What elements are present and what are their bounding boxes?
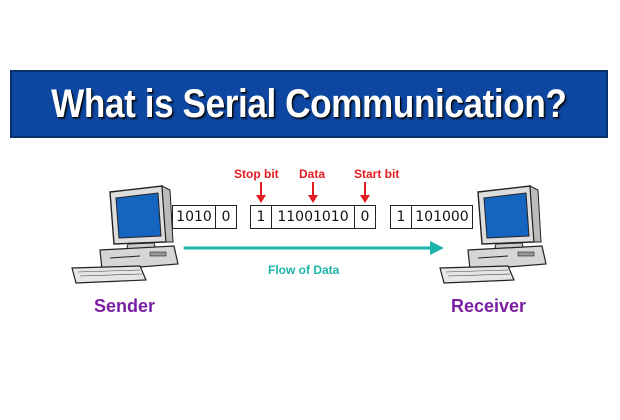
data-label: Data (299, 167, 326, 181)
arrow-down-icon (360, 182, 370, 203)
page-title: What is Serial Communication? (51, 81, 567, 126)
marker-arrows (256, 182, 370, 203)
data-bits-box: 11001010 (271, 205, 355, 229)
serial-diagram: 1010 0 1 11001010 0 1 101000 Stop bit Da… (0, 150, 620, 380)
sender-label: Sender (94, 296, 156, 316)
sender-computer-icon (71, 185, 179, 284)
start-bit-box: 0 (354, 205, 376, 229)
title-banner: What is Serial Communication? (10, 70, 608, 138)
receiver-bits-box: 101000 (411, 205, 473, 229)
arrow-down-icon (308, 182, 318, 203)
start-bit-label: Start bit (354, 167, 400, 181)
receiver-label: Receiver (451, 296, 527, 316)
sender-bit-box: 0 (215, 205, 237, 229)
flow-arrow-icon (183, 241, 444, 255)
stop-bit-label: Stop bit (234, 167, 279, 181)
flow-label: Flow of Data (268, 263, 340, 277)
arrow-down-icon (256, 182, 266, 203)
receiver-computer-icon (439, 185, 547, 284)
sender-bits-box: 1010 (172, 205, 216, 229)
